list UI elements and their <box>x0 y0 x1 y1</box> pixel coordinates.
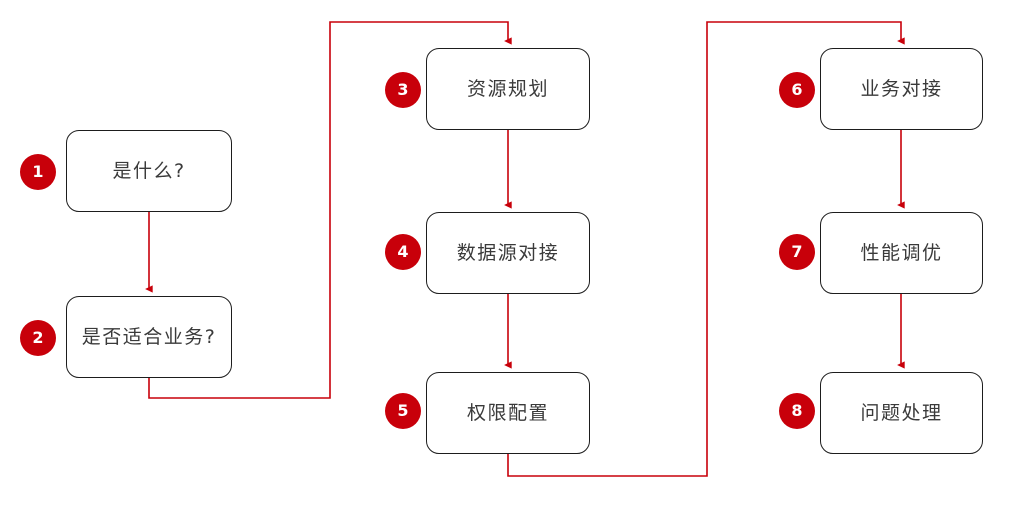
flow-node-label: 数据源对接 <box>456 241 560 264</box>
step-badge-7: 7 <box>779 234 815 270</box>
step-badge-number: 4 <box>397 242 409 261</box>
flow-node-4[interactable]: 数据源对接 <box>426 212 590 294</box>
flow-node-8[interactable]: 问题处理 <box>820 372 983 454</box>
step-badge-3: 3 <box>385 72 421 108</box>
flow-node-7[interactable]: 性能调优 <box>820 212 983 294</box>
step-badge-number: 6 <box>791 80 803 99</box>
step-badge-1: 1 <box>20 154 56 190</box>
flow-node-label: 业务对接 <box>860 77 943 100</box>
flow-node-1[interactable]: 是什么? <box>66 130 232 212</box>
flow-node-5[interactable]: 权限配置 <box>426 372 590 454</box>
step-badge-number: 3 <box>397 80 409 99</box>
flow-node-label: 问题处理 <box>860 401 943 424</box>
flow-node-6[interactable]: 业务对接 <box>820 48 983 130</box>
flow-node-label: 是什么? <box>112 159 186 182</box>
flow-node-2[interactable]: 是否适合业务? <box>66 296 232 378</box>
step-badge-number: 2 <box>32 328 44 347</box>
step-badge-number: 5 <box>397 401 409 420</box>
step-badge-6: 6 <box>779 72 815 108</box>
flow-node-3[interactable]: 资源规划 <box>426 48 590 130</box>
step-badge-5: 5 <box>385 393 421 429</box>
flow-node-label: 是否适合业务? <box>81 325 217 348</box>
step-badge-2: 2 <box>20 320 56 356</box>
flow-node-label: 性能调优 <box>860 241 943 264</box>
step-badge-8: 8 <box>779 393 815 429</box>
step-badge-number: 1 <box>32 162 44 181</box>
step-badge-4: 4 <box>385 234 421 270</box>
step-badge-number: 7 <box>791 242 803 261</box>
step-badge-number: 8 <box>791 401 803 420</box>
flow-node-label: 权限配置 <box>466 401 549 424</box>
flow-node-label: 资源规划 <box>466 77 549 100</box>
